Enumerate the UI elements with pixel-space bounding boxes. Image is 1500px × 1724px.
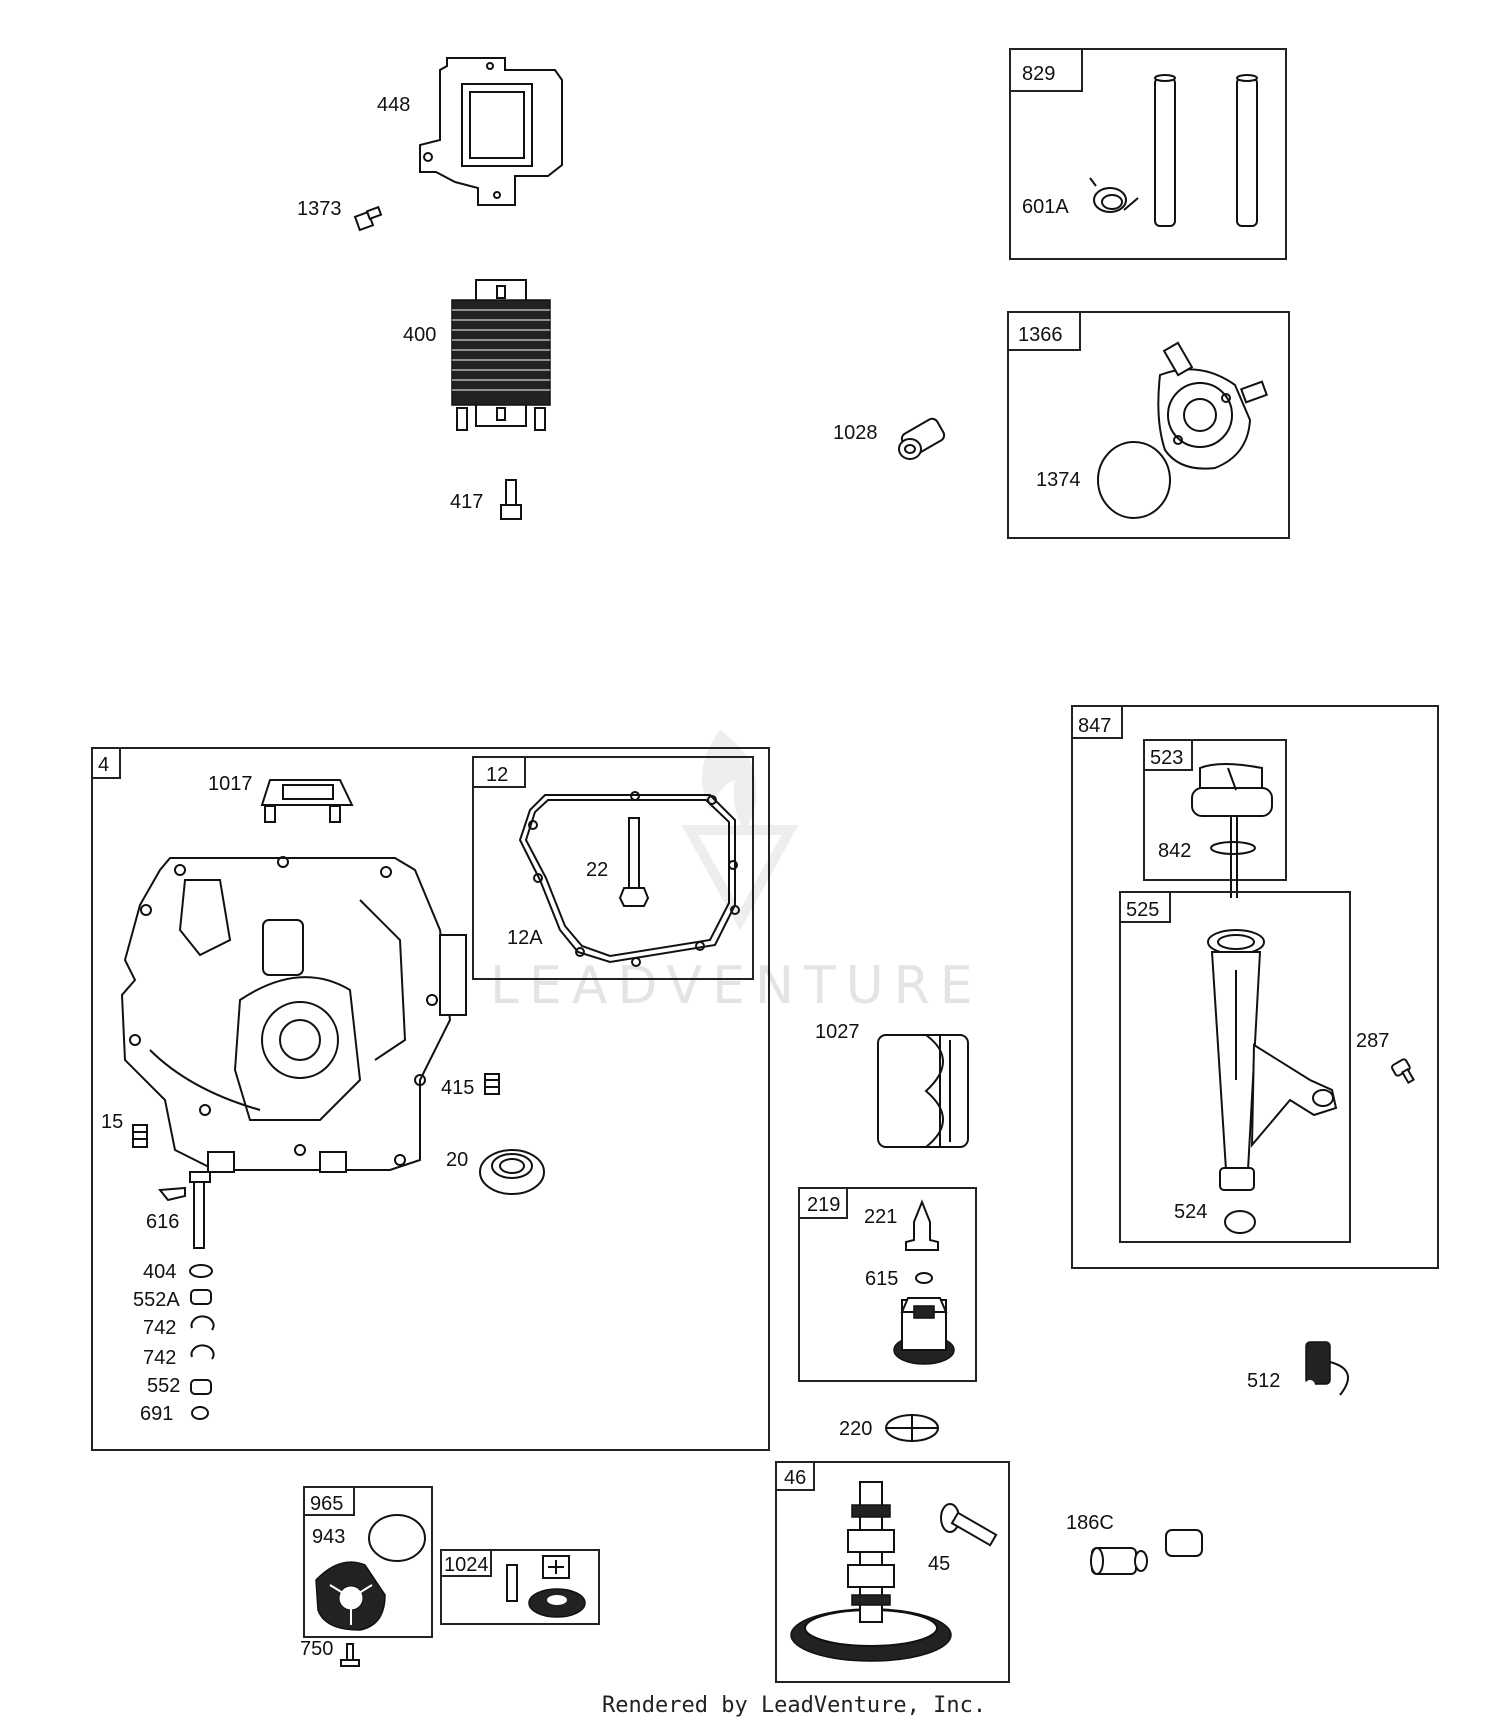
box-label-1024: 1024: [444, 1554, 489, 1576]
part-750-screw: [340, 1643, 360, 1667]
label-415: 415: [441, 1077, 474, 1099]
box-label-1366: 1366: [1018, 324, 1063, 346]
part-oil-pump: [315, 1561, 386, 1631]
part-12A-gasket: [518, 791, 740, 967]
box-829: 829 601A: [1009, 48, 1287, 260]
watermark-text: LEADVENTURE: [490, 956, 983, 1016]
part-1373-bolt: [353, 205, 383, 232]
label-552A: 552A: [133, 1289, 180, 1311]
box-847: 847 523 842 525: [1071, 705, 1439, 1269]
label-1027: 1027: [815, 1021, 860, 1043]
label-220: 220: [839, 1418, 872, 1440]
part-crankcase: [120, 856, 467, 1173]
box-219: 219 221 615: [798, 1187, 977, 1382]
label-1373: 1373: [297, 198, 342, 220]
part-616-shaft: [158, 1171, 211, 1249]
part-742b-ring: [190, 1344, 215, 1360]
label-552: 552: [147, 1375, 180, 1397]
part-287-screw: [1391, 1058, 1415, 1085]
box-4: 4 1017 1: [91, 747, 770, 1451]
label-15: 15: [101, 1111, 123, 1133]
part-45-pin: [940, 1503, 998, 1547]
part-dipstick-tube: [1207, 929, 1338, 1191]
box-12: 12 22 12A: [472, 756, 754, 980]
part-1027-oil-filter: [877, 1034, 969, 1148]
label-1374: 1374: [1036, 469, 1081, 491]
part-20-seal: [479, 1149, 545, 1195]
label-186C: 186C: [1066, 1512, 1114, 1534]
box-label-525: 525: [1126, 899, 1159, 921]
part-dipstick-cap: [1191, 763, 1273, 898]
label-12A: 12A: [507, 927, 543, 949]
part-842-oring: [1210, 841, 1256, 855]
box-965: 965 943: [303, 1486, 433, 1638]
label-400: 400: [403, 324, 436, 346]
label-20: 20: [446, 1149, 468, 1171]
part-552-bushing: [190, 1379, 212, 1395]
part-552A-bushing: [190, 1289, 212, 1305]
leadventure-watermark: LEADVENTURE: [490, 730, 983, 1016]
part-615-ring: [915, 1272, 933, 1284]
box-1024: 1024: [440, 1549, 600, 1625]
part-221-pin: [905, 1199, 939, 1251]
label-691: 691: [140, 1403, 173, 1425]
label-22: 22: [586, 859, 608, 881]
box-label-847: 847: [1078, 715, 1111, 737]
credit-text: Rendered by LeadVenture, Inc.: [602, 1693, 986, 1718]
box-46: 46 45: [775, 1461, 1010, 1683]
part-943-gasket: [368, 1514, 426, 1562]
label-512: 512: [1247, 1370, 1280, 1392]
part-1028-fitting: [898, 417, 946, 460]
part-1374-o-ring: [1097, 441, 1171, 519]
part-404-oring: [189, 1264, 213, 1278]
part-15-plug: [132, 1124, 148, 1148]
part-512-drain-hose: [1165, 1341, 1349, 1557]
part-448-cover-gasket: [419, 57, 563, 206]
part-1017-breather: [260, 779, 354, 823]
label-1017: 1017: [208, 773, 253, 795]
part-417-bolt: [500, 479, 522, 520]
label-448: 448: [377, 94, 410, 116]
box-label-965: 965: [310, 1493, 343, 1515]
part-220-washer: [885, 1414, 939, 1442]
box-1366: 1366 1374: [1007, 311, 1290, 539]
part-400-oil-cooler: [451, 279, 551, 431]
box-label-523: 523: [1150, 747, 1183, 769]
box-label-12: 12: [486, 764, 508, 786]
box-523: 523 842: [1143, 739, 1287, 898]
label-943: 943: [312, 1526, 345, 1548]
label-742a: 742: [143, 1317, 176, 1339]
label-221: 221: [864, 1206, 897, 1228]
label-45: 45: [928, 1553, 950, 1575]
part-22-bolt: [618, 817, 650, 907]
label-750: 750: [300, 1638, 333, 1660]
part-governor-gear: [893, 1297, 955, 1365]
label-842: 842: [1158, 840, 1191, 862]
label-616: 616: [146, 1211, 179, 1233]
label-524: 524: [1174, 1201, 1207, 1223]
box-label-46: 46: [784, 1467, 806, 1489]
label-417: 417: [450, 491, 483, 513]
part-oil-filter-adapter: [1157, 341, 1269, 470]
part-524-oring: [1224, 1210, 1256, 1234]
part-691-nut: [191, 1406, 209, 1420]
part-742a-ring: [190, 1315, 215, 1331]
part-601A-clamp: [1089, 177, 1139, 213]
label-742b: 742: [143, 1347, 176, 1369]
label-601A: 601A: [1022, 196, 1069, 218]
box-525: 525 524: [1119, 891, 1351, 1243]
part-186C-fitting: [1090, 1547, 1148, 1575]
part-camshaft: [790, 1481, 952, 1662]
box-label-829: 829: [1022, 63, 1055, 85]
label-287: 287: [1356, 1030, 1389, 1052]
part-415-plug: [484, 1073, 500, 1095]
part-pump-rotor: [506, 1555, 586, 1618]
label-404: 404: [143, 1261, 176, 1283]
label-1028: 1028: [833, 422, 878, 444]
label-615: 615: [865, 1268, 898, 1290]
box-label-219: 219: [807, 1194, 840, 1216]
box-label-4: 4: [98, 754, 109, 776]
